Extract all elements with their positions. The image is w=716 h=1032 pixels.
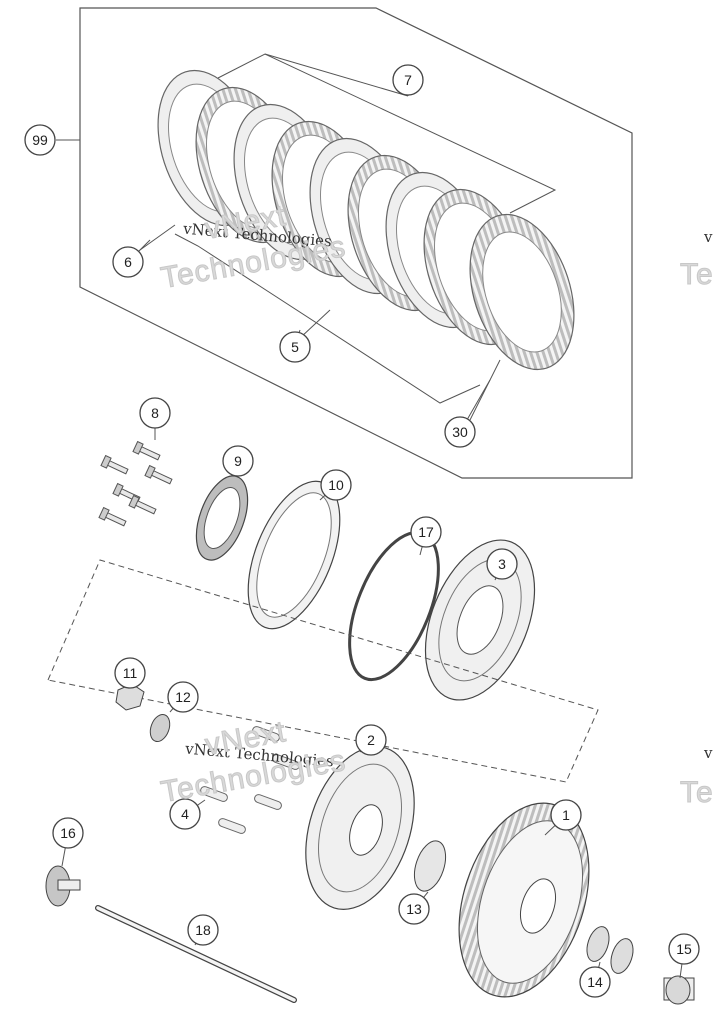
callout-label: 16 — [60, 825, 76, 841]
callout-label: 14 — [587, 974, 603, 990]
callout-leader — [680, 964, 682, 978]
callout-label: 30 — [452, 424, 468, 440]
callout-10: 10 — [320, 470, 351, 500]
callout-18: 18 — [188, 915, 218, 945]
callout-label: 12 — [175, 689, 191, 705]
callout-label: 6 — [124, 254, 132, 270]
callout-label: 4 — [181, 806, 189, 822]
callout-8: 8 — [140, 398, 170, 440]
callout-30: 30 — [445, 380, 490, 447]
callout-12: 12 — [168, 682, 198, 712]
callout-label: 9 — [234, 453, 242, 469]
callout-leader — [62, 848, 65, 866]
callout-13: 13 — [399, 892, 429, 924]
callout-label: 18 — [195, 922, 211, 938]
callout-7: 7 — [393, 65, 423, 96]
spacer-bush — [664, 976, 694, 1004]
callout-leader — [420, 547, 422, 555]
callout-label: 15 — [676, 941, 692, 957]
watermark-edge-v-1: v — [704, 228, 712, 246]
callout-99: 99 — [25, 125, 55, 155]
callout-3: 3 — [487, 549, 517, 580]
callout-14: 14 — [580, 962, 610, 997]
callout-6: 6 — [113, 240, 150, 277]
needle-bearing-a — [583, 924, 613, 964]
callout-label: 11 — [123, 665, 138, 681]
callout-label: 8 — [151, 405, 159, 421]
watermark-edge-te-2: Te — [680, 776, 714, 810]
pressure-piece — [46, 866, 80, 906]
callout-leader — [170, 708, 173, 712]
callout-11: 11 — [115, 658, 145, 688]
callout-label: 99 — [32, 132, 48, 148]
needle-bearing-b — [607, 936, 637, 976]
thrust-bearing — [186, 469, 257, 567]
callout-leader — [139, 240, 150, 251]
callout-label: 1 — [562, 807, 570, 823]
callout-leader — [599, 962, 600, 967]
thrust-washer — [409, 837, 452, 895]
watermark-edge-v-2: v — [704, 744, 712, 762]
callout-5: 5 — [280, 330, 310, 362]
callout-label: 7 — [404, 72, 412, 88]
callout-label: 17 — [418, 524, 434, 540]
callout-label: 10 — [328, 477, 344, 493]
callout-9: 9 — [223, 446, 253, 476]
callout-16: 16 — [53, 818, 83, 866]
callout-label: 2 — [367, 732, 375, 748]
callout-2: 2 — [356, 725, 386, 755]
callout-leader — [424, 892, 428, 897]
callout-label: 5 — [291, 339, 299, 355]
callout-label: 13 — [406, 901, 422, 917]
callout-label: 3 — [498, 556, 506, 572]
lock-washer — [147, 712, 173, 744]
callout-15: 15 — [669, 934, 699, 978]
watermark-edge-te-1: Te — [680, 258, 714, 292]
screw-set — [99, 442, 173, 529]
